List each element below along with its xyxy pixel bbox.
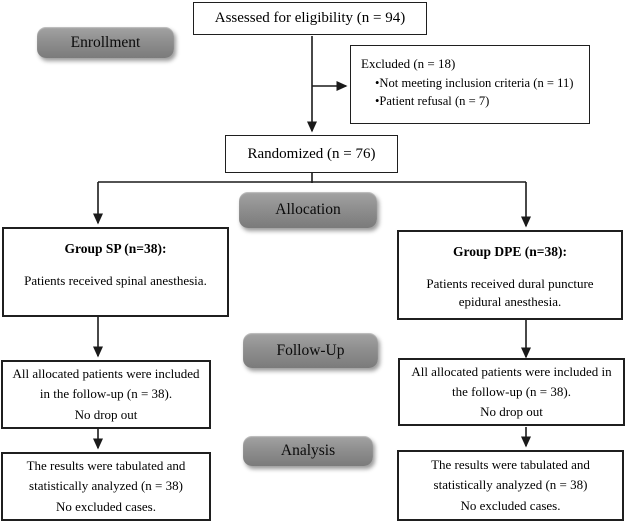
group-dpe-box: Group DPE (n=38): Patients received dura…: [397, 230, 623, 320]
analysis-sp-text: The results were tabulated and statistic…: [26, 458, 186, 494]
excluded-reason: •Not meeting inclusion criteria (n = 11): [375, 75, 574, 90]
analysis-sp-note: No excluded cases.: [56, 498, 156, 514]
group-sp-title: Group SP (n=38):: [64, 241, 167, 256]
stage-label-followup: Follow-Up: [243, 333, 378, 368]
followup-dpe-text: All allocated patients were included in …: [411, 363, 612, 399]
followup-sp-text: All allocated patients were included in …: [12, 366, 200, 402]
excluded-box: Excluded (n = 18) •Not meeting inclusion…: [350, 45, 590, 124]
analysis-sp-box: The results were tabulated and statistic…: [1, 452, 211, 521]
stage-label-analysis: Analysis: [243, 436, 373, 466]
group-dpe-body: Patients received dural puncture epidura…: [426, 275, 594, 310]
followup-dpe-note: No drop out: [480, 404, 543, 420]
group-sp-box: Group SP (n=38): Patients received spina…: [2, 227, 229, 317]
stage-label-enrollment: Enrollment: [37, 27, 174, 58]
stage-label-allocation: Allocation: [239, 192, 377, 228]
excluded-reason: •Patient refusal (n = 7): [375, 94, 490, 109]
excluded-title: Excluded (n = 18): [361, 56, 456, 71]
analysis-dpe-text: The results were tabulated and statistic…: [431, 457, 590, 493]
randomized-box: Randomized (n = 76): [225, 135, 398, 173]
analysis-dpe-note: No excluded cases.: [460, 497, 561, 513]
followup-sp-note: No drop out: [74, 406, 138, 422]
group-dpe-title: Group DPE (n=38):: [453, 244, 567, 259]
analysis-dpe-box: The results were tabulated and statistic…: [397, 450, 624, 521]
assessed-eligibility-box: Assessed for eligibility (n = 94): [193, 2, 427, 35]
group-sp-body: Patients received spinal anesthesia.: [24, 272, 207, 288]
followup-dpe-box: All allocated patients were included in …: [398, 358, 625, 426]
followup-sp-box: All allocated patients were included in …: [1, 360, 211, 429]
